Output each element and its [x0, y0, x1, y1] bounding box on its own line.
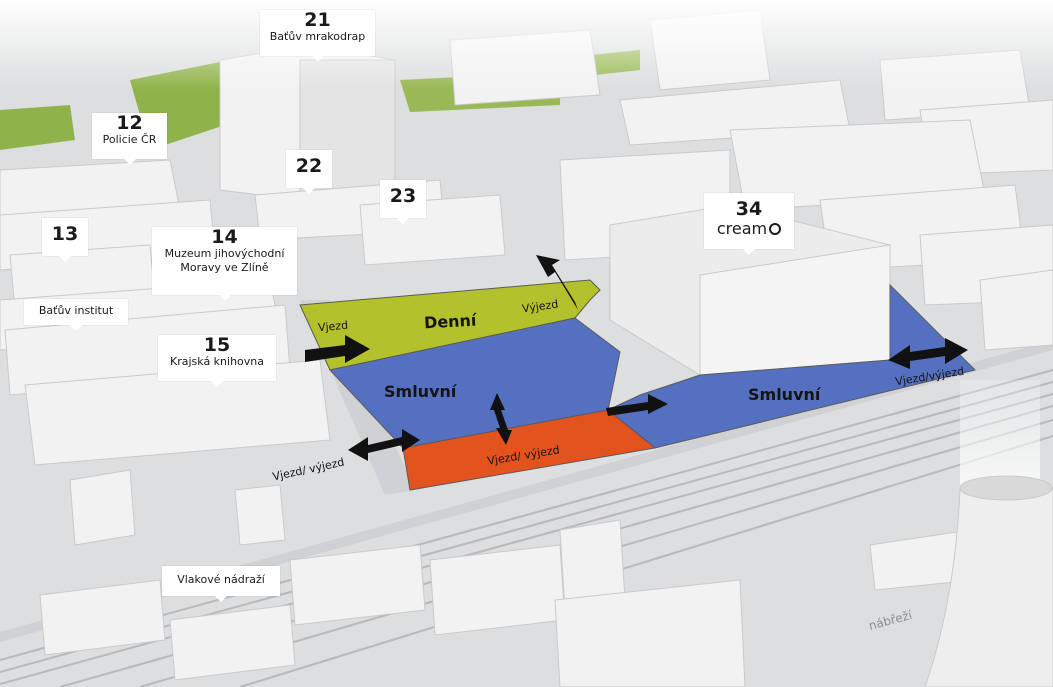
landmark-institut[interactable]: Baťův institut — [24, 299, 128, 331]
landmark-14-number: 14 — [211, 226, 238, 248]
vjezd-vyjezd-left-arrow — [348, 429, 420, 461]
vjezd-arrow — [305, 335, 370, 363]
landmark-14-name: Muzeum jihovýchodní Moravy ve Zlíně — [164, 247, 285, 274]
landmark-12-number: 12 — [116, 112, 143, 134]
landmark-22[interactable]: 22 — [286, 150, 332, 194]
landmark-34[interactable]: 34 cream — [704, 193, 794, 255]
landmark-15-number: 15 — [203, 334, 231, 356]
landmark-13[interactable]: 13 — [42, 218, 88, 262]
landmark-12[interactable]: 12 Policie ČR — [92, 112, 167, 165]
landmark-station-name: Vlakové nádraží — [177, 573, 265, 586]
vertical-arrow — [490, 393, 512, 445]
orange-flow-arrow — [606, 394, 668, 416]
cooling-tower — [924, 380, 1053, 687]
landmark-22-number: 22 — [295, 155, 323, 177]
cream-logo-icon — [769, 222, 782, 235]
zone-denni-label: Denní — [423, 310, 477, 333]
landmark-15[interactable]: 15 Krajská knihovna — [158, 334, 276, 387]
vjezd-label: Vjezd — [317, 318, 349, 335]
park-area — [0, 105, 75, 150]
landmark-institut-name: Baťův institut — [38, 304, 114, 317]
landmark-21-number: 21 — [304, 9, 331, 31]
landmark-12-name: Policie ČR — [102, 133, 157, 146]
zone-smluvni-right-label: Smluvní — [748, 385, 821, 404]
landmark-34-name: cream — [716, 219, 768, 238]
landmark-21-name: Baťův mrakodrap — [269, 30, 366, 43]
landmark-23[interactable]: 23 — [380, 180, 426, 224]
landmark-15-name: Krajská knihovna — [170, 355, 264, 368]
zone-smluvni-left-label: Smluvní — [384, 382, 457, 401]
vyjezd-arrow — [536, 255, 578, 310]
arrows — [305, 255, 968, 461]
landmark-14[interactable]: 14 Muzeum jihovýchodní Moravy ve Zlíně — [152, 226, 297, 301]
landmark-station[interactable]: Vlakové nádraží — [162, 566, 280, 602]
landmark-34-number: 34 — [735, 198, 763, 220]
landmark-23-number: 23 — [389, 185, 417, 207]
zone-smluvni-right[interactable] — [607, 283, 976, 449]
vjezd-vyjezd-right-arrow — [888, 338, 968, 369]
landmark-21[interactable]: 21 Baťův mrakodrap — [260, 9, 375, 62]
zone-orange[interactable] — [402, 409, 657, 491]
landmark-13-number: 13 — [51, 223, 79, 245]
zone-smluvni-left[interactable] — [329, 317, 621, 449]
